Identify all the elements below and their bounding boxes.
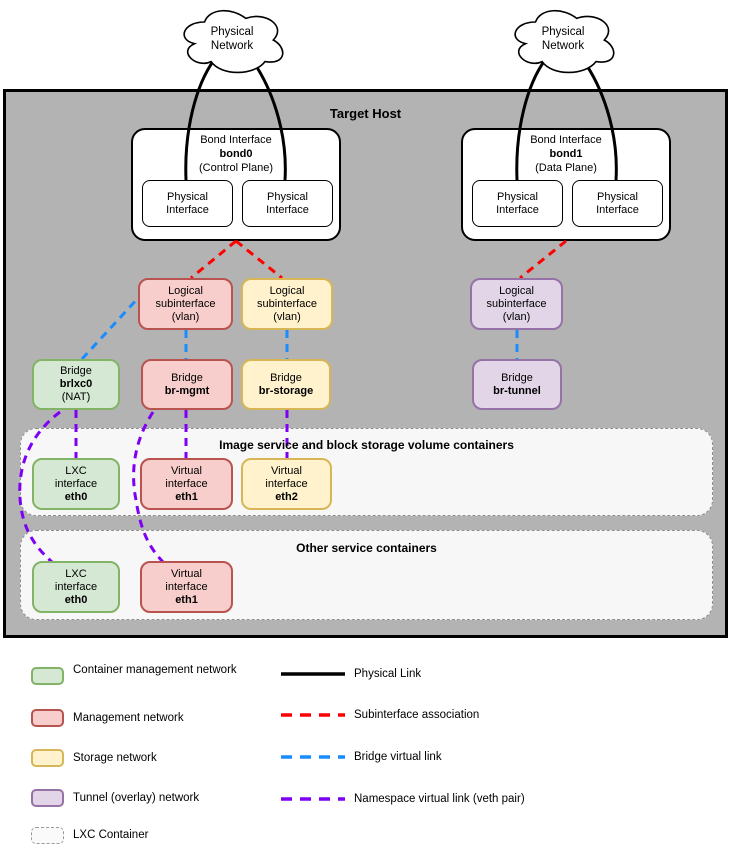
node-line: Logical	[168, 284, 203, 297]
node-line: Virtual	[171, 464, 202, 477]
legend-label: Container management network	[73, 664, 237, 676]
node-line: Bridge	[171, 371, 203, 384]
node-line: Bridge	[270, 371, 302, 384]
node-line: interface	[54, 580, 98, 593]
legend-label: Subinterface association	[354, 709, 480, 721]
bridge-name: br-tunnel	[493, 384, 541, 397]
bridge-br-mgmt-box: Bridge br-mgmt	[141, 359, 233, 410]
node-line: Logical	[499, 284, 534, 297]
bridge-name: brlxc0	[59, 378, 93, 390]
legend-label: Physical Link	[354, 668, 422, 680]
node-line: Logical	[269, 284, 305, 297]
subinterface-tunnel-box: Logical subinterface (vlan)	[470, 278, 563, 330]
cloud-label-line: Physical	[210, 26, 254, 38]
port-label-line: Physical	[497, 190, 538, 203]
cloud-label-line: Network	[541, 40, 585, 52]
node-line: LXC	[65, 464, 87, 477]
node-line: (vlan)	[171, 310, 200, 323]
physical-interface-box: Physical Interface	[572, 180, 663, 227]
legend-swatch-storage	[31, 749, 64, 767]
virtual-interface-eth2-box: Virtual interface eth2	[241, 458, 332, 510]
interface-name: eth0	[64, 593, 88, 606]
container2-title: Other service containers	[296, 541, 437, 555]
target-host-title: Target Host	[329, 106, 402, 121]
legend-bridge-virtual-link-sample	[281, 755, 345, 759]
bond-name: bond1	[549, 148, 583, 160]
port-label-line: Physical	[597, 190, 638, 203]
legend-swatch-tunnel	[31, 789, 64, 807]
bridge-name: br-mgmt	[164, 384, 210, 397]
legend-swatch-lxc-container	[31, 827, 64, 844]
legend-label: Namespace virtual link (veth pair)	[354, 793, 525, 805]
subinterface-storage-box: Logical subinterface (vlan)	[241, 278, 333, 330]
node-line: Bridge	[501, 371, 533, 384]
node-line: LXC	[65, 567, 87, 580]
node-line: interface	[165, 580, 208, 593]
bond-name: bond0	[219, 148, 253, 160]
port-label-line: Interface	[496, 203, 539, 216]
bridge-brlxc0-box: Bridge brlxc0 (NAT)	[32, 359, 120, 410]
port-label-line: Physical	[267, 190, 308, 203]
interface-name: eth2	[275, 490, 298, 503]
node-line: Bridge	[60, 365, 92, 377]
virtual-interface-eth1-box: Virtual interface eth1	[140, 561, 233, 613]
cloud-label-line: Physical	[541, 26, 585, 38]
bond1-label: Bond Interface bond1 (Data Plane)	[461, 133, 671, 175]
node-line: (NAT)	[61, 391, 91, 403]
legend-swatch-container-management	[31, 667, 64, 685]
node-line: interface	[165, 477, 208, 490]
bond-label-line: Bond Interface	[530, 134, 602, 146]
bond-label-line: Bond Interface	[200, 134, 272, 146]
container1-title: Image service and block storage volume c…	[219, 438, 514, 452]
physical-network-cloud-label: Physical Network	[518, 25, 608, 53]
interface-name: eth0	[64, 490, 88, 503]
node-line: subinterface	[155, 297, 216, 310]
legend-physical-link-sample	[281, 672, 345, 676]
cloud-label-line: Network	[210, 40, 254, 52]
node-line: Virtual	[171, 567, 202, 580]
bond-plane: (Data Plane)	[535, 162, 597, 174]
legend-subinterface-association-sample	[281, 713, 345, 717]
physical-interface-box: Physical Interface	[142, 180, 233, 227]
bridge-br-storage-box: Bridge br-storage	[241, 359, 331, 410]
bridge-br-tunnel-box: Bridge br-tunnel	[472, 359, 562, 410]
legend-label: Management network	[73, 712, 184, 724]
bridge-name: br-storage	[258, 384, 314, 397]
node-line: subinterface	[486, 297, 547, 310]
node-line: interface	[265, 477, 308, 490]
virtual-interface-eth1-box: Virtual interface eth1	[140, 458, 233, 510]
bond0-label: Bond Interface bond0 (Control Plane)	[131, 133, 341, 175]
port-label-line: Physical	[167, 190, 208, 203]
physical-network-cloud-label: Physical Network	[187, 25, 277, 53]
bond-plane: (Control Plane)	[199, 162, 273, 174]
interface-name: eth1	[175, 490, 198, 503]
lxc-interface-eth0-box: LXC interface eth0	[32, 561, 120, 613]
port-label-line: Interface	[166, 203, 209, 216]
node-line: (vlan)	[502, 310, 531, 323]
port-label-line: Interface	[266, 203, 309, 216]
legend-label: Tunnel (overlay) network	[73, 792, 200, 804]
physical-interface-box: Physical Interface	[242, 180, 333, 227]
port-label-line: Interface	[596, 203, 639, 216]
physical-interface-box: Physical Interface	[472, 180, 563, 227]
legend-label: Bridge virtual link	[354, 751, 442, 763]
interface-name: eth1	[175, 593, 198, 606]
legend-label: LXC Container	[73, 829, 149, 841]
node-line: subinterface	[257, 297, 317, 310]
node-line: interface	[54, 477, 98, 490]
node-line: (vlan)	[273, 310, 301, 323]
subinterface-mgmt-box: Logical subinterface (vlan)	[138, 278, 233, 330]
legend-veth-link-sample	[281, 797, 345, 801]
node-line: Virtual	[271, 464, 302, 477]
legend-swatch-management	[31, 709, 64, 727]
legend-label: Storage network	[73, 752, 157, 764]
lxc-interface-eth0-box: LXC interface eth0	[32, 458, 120, 510]
